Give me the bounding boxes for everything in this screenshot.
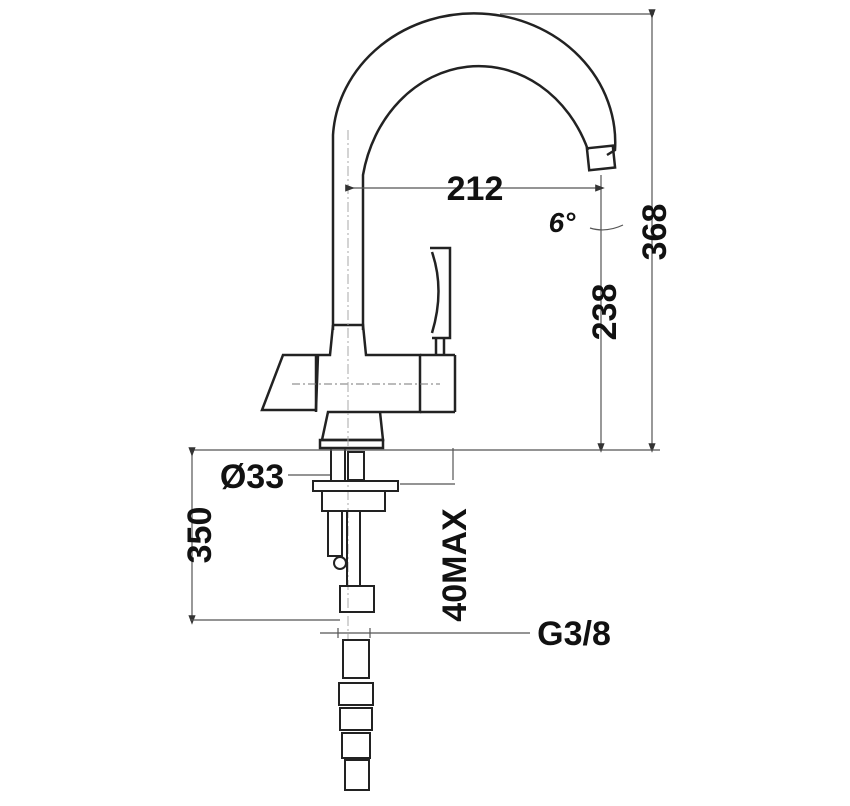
label-outlet-height: 238 [586,284,624,341]
label-total-height: 368 [636,204,674,261]
label-base-diameter: Ø33 [220,458,284,496]
faucet-body [260,246,457,450]
label-reach: 212 [447,170,504,208]
below-deck-assembly [312,448,399,791]
label-below-deck-length: 350 [181,507,219,564]
spout [331,12,617,330]
dimension-lines [188,9,660,638]
label-thread: G3/8 [537,615,611,653]
label-max-deck: 40MAX [436,508,474,622]
label-angle: 6° [549,207,577,238]
